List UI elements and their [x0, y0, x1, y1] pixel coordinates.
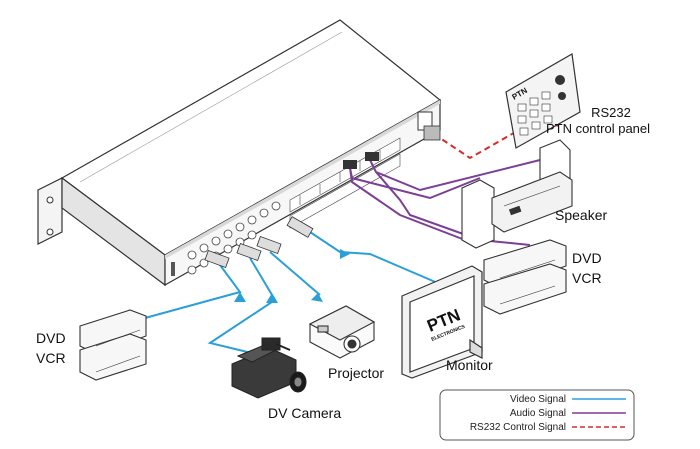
db9-connector	[423, 125, 441, 141]
projector-label: Projector	[328, 365, 384, 381]
dvd-vcr-right	[483, 239, 567, 315]
monitor-label: Monitor	[446, 357, 493, 373]
speaker-label: Speaker	[555, 207, 607, 223]
dv-camera-label: DV Camera	[268, 405, 341, 421]
dvd-right-label: DVD	[572, 250, 602, 266]
matrix-switcher	[37, 19, 442, 287]
audio-cables	[349, 159, 541, 246]
legend-rs232-label: RS232 Control Signal	[470, 422, 566, 433]
dvd-left-label: DVD	[36, 330, 66, 346]
speaker-system	[461, 139, 573, 249]
bnc-plugs	[204, 216, 314, 268]
legend-item-video: Video Signal	[510, 394, 626, 405]
legend-audio-label: Audio Signal	[510, 408, 566, 419]
ptn-control-panel: PTN	[505, 53, 581, 149]
phoenix-connectors	[343, 152, 379, 169]
dvd-vcr-left	[79, 309, 147, 381]
legend-item-rs232: RS232 Control Signal	[470, 422, 626, 433]
control-panel-label-line1: RS232	[591, 105, 631, 120]
front-label-mark	[171, 262, 175, 276]
video-arrows	[234, 249, 350, 303]
legend-video-label: Video Signal	[510, 394, 566, 405]
control-panel-label-line2: PTN control panel	[546, 121, 650, 136]
dv-camera	[231, 337, 307, 399]
vcr-left-label: VCR	[36, 350, 66, 366]
monitor	[401, 265, 483, 379]
bnc-connector-row	[187, 201, 281, 275]
legend-item-audio: Audio Signal	[510, 408, 626, 419]
projector	[308, 305, 376, 359]
legend: Video Signal Audio Signal RS232 Control …	[439, 389, 635, 441]
vcr-right-label: VCR	[572, 270, 602, 286]
